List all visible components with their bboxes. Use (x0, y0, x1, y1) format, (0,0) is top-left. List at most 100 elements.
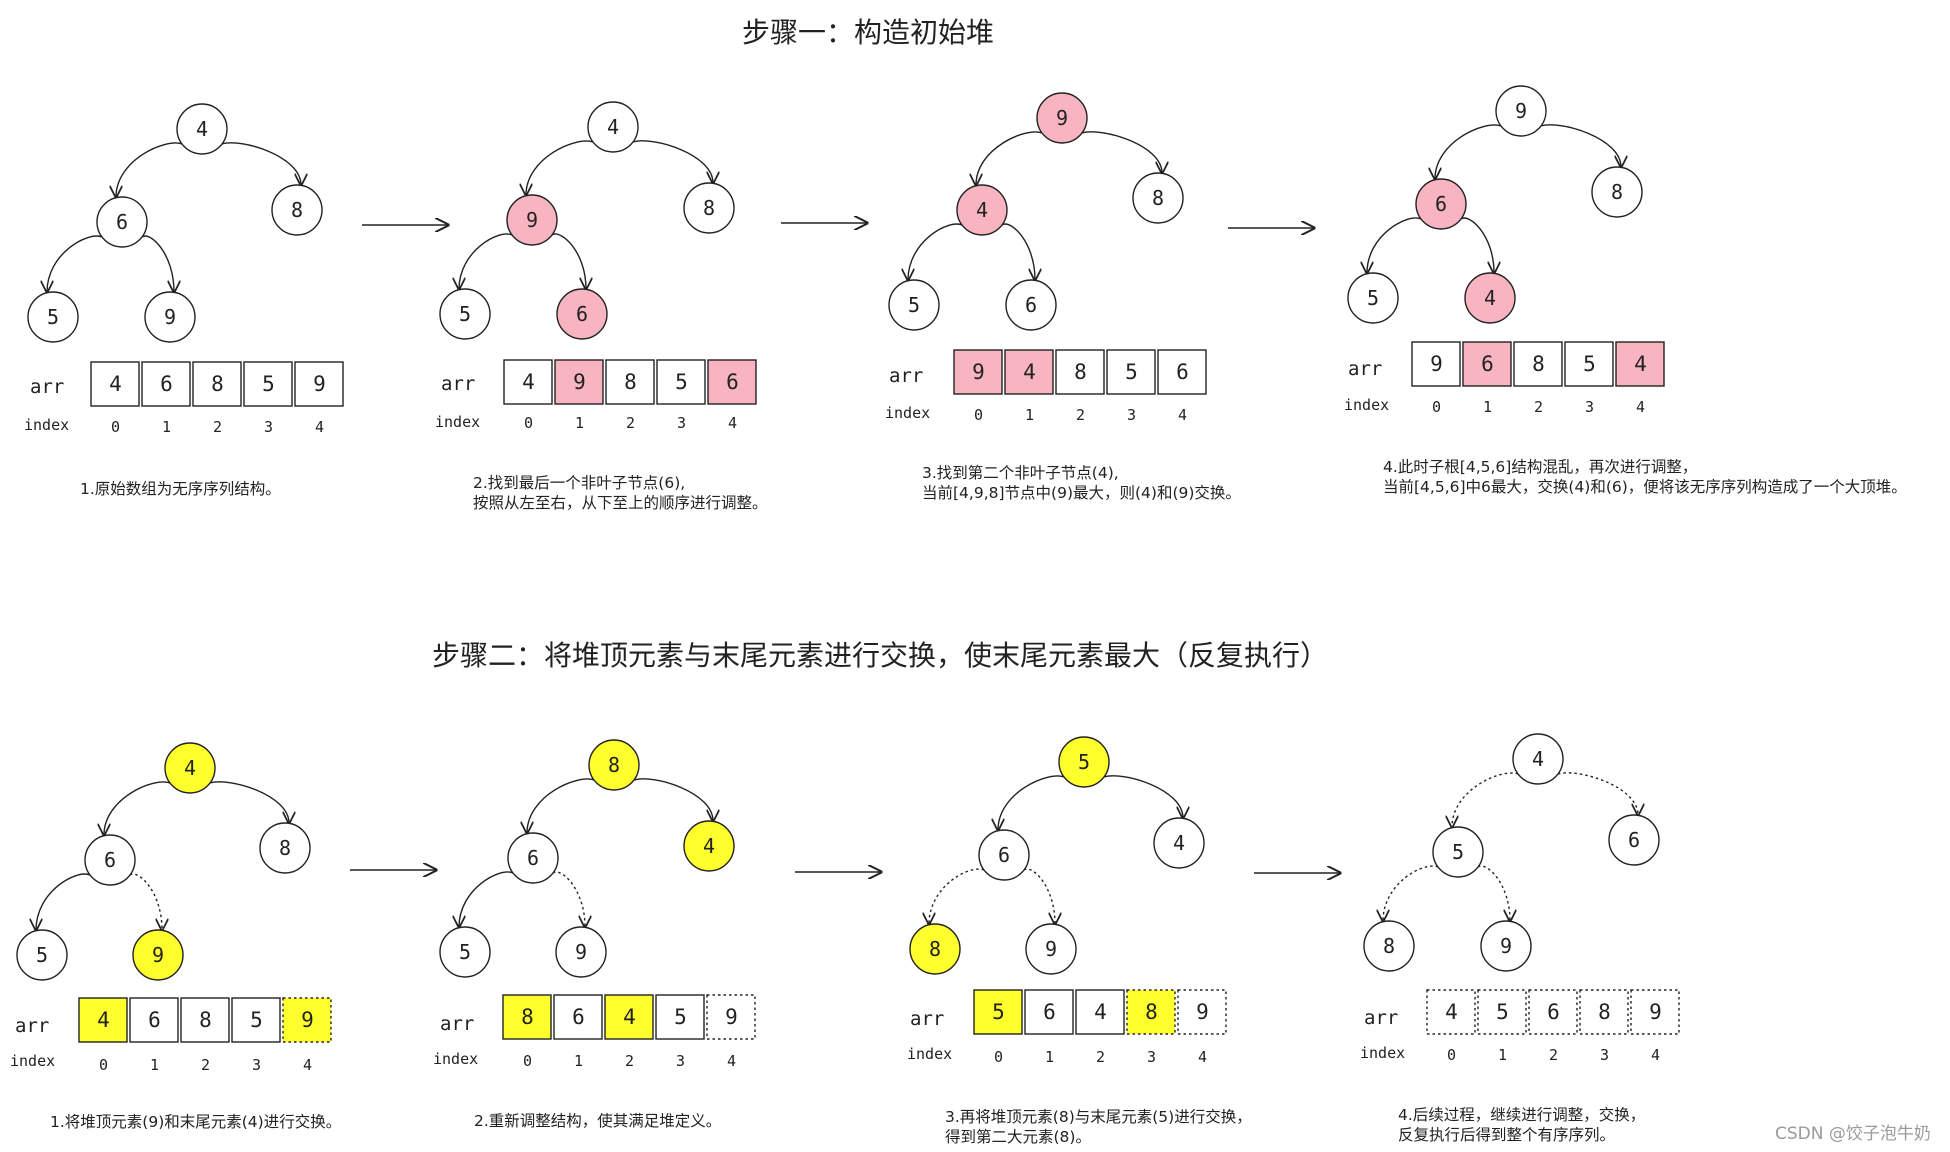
tree-edge-solid (209, 781, 289, 823)
array-index: 4 (1651, 1046, 1660, 1064)
tree-node: 9 (1025, 923, 1077, 975)
tree-node-circle (16, 929, 68, 981)
array-cell-value: 5 (1496, 1000, 1509, 1024)
tree-edge-solid (908, 223, 963, 280)
tree-node-circle (555, 926, 607, 978)
tree-node-value: 6 (576, 302, 588, 326)
tree-node-circle (506, 194, 558, 246)
array-cell-value: 8 (1532, 352, 1545, 376)
array-cell-value: 8 (1598, 1000, 1611, 1024)
array-cell-box (554, 359, 604, 405)
array-cell: 9 (706, 994, 756, 1040)
array-cell: 4 (1004, 349, 1054, 395)
array-cell: 8 (192, 361, 242, 407)
array-index: 2 (1076, 406, 1085, 424)
array-cell-value: 5 (262, 372, 275, 396)
tree-edge-solid (998, 775, 1065, 830)
array-index: 4 (728, 414, 737, 432)
array-index: 4 (1636, 398, 1645, 416)
tree-node: 8 (588, 739, 640, 791)
tree-edge-solid (1435, 124, 1502, 179)
array-cell-box (1157, 349, 1207, 395)
array-cell-value: 4 (623, 1005, 636, 1029)
tree-node-value: 6 (998, 843, 1010, 867)
array-cell-value: 6 (1176, 360, 1189, 384)
array-cell: 6 (1157, 349, 1207, 395)
tree-node-circle (1025, 923, 1077, 975)
tree-edge-solid (526, 140, 594, 195)
tree-node-value: 9 (1056, 106, 1068, 130)
tree-node-value: 9 (1500, 934, 1512, 958)
tree-node: 4 (176, 103, 228, 155)
caption-line: 1.将堆顶元素(9)和末尾元素(4)进行交换。 (50, 1113, 341, 1131)
array-cell: 5 (243, 361, 293, 407)
tree-node-value: 5 (1367, 286, 1379, 310)
tree-node-circle (1608, 814, 1660, 866)
array-cell-value: 9 (301, 1008, 314, 1032)
array-cell-value: 9 (1430, 352, 1443, 376)
caption-line: 当前[4,5,6]中6最大，交换(4)和(6)，便将该无序序列构造成了一个大顶堆… (1383, 478, 1907, 496)
array-cell: 6 (1024, 989, 1074, 1035)
tree-node-circle (1036, 92, 1088, 144)
array-index: 1 (1483, 398, 1492, 416)
tree-node-circle (909, 923, 961, 975)
array-cell-value: 4 (97, 1008, 110, 1032)
tree-node: 5 (1347, 272, 1399, 324)
tree-node: 4 (683, 820, 735, 872)
array-cell-box (1462, 341, 1512, 387)
caption-line: 当前[4,9,8]节点中(9)最大，则(4)和(9)交换。 (922, 484, 1241, 502)
array-cell: 9 (1411, 341, 1461, 387)
tree-node-value: 4 (607, 115, 619, 139)
tree-node-value: 6 (104, 848, 116, 872)
array-index: 3 (1147, 1048, 1156, 1066)
tree-node: 8 (683, 182, 735, 234)
tree-node-circle (176, 103, 228, 155)
step-one-title: 步骤一：构造初始堆 (742, 16, 994, 49)
array-index: 0 (99, 1056, 108, 1074)
array-cell: 5 (973, 989, 1023, 1035)
array-cell: 6 (129, 997, 179, 1043)
array-cell: 6 (553, 994, 603, 1040)
array-cell-value: 9 (573, 370, 586, 394)
array-index: 3 (1585, 398, 1594, 416)
tree-node: 9 (1480, 920, 1532, 972)
tree-node-circle (683, 820, 735, 872)
tree-edge-dotted (129, 873, 162, 930)
arr-label: arr (1348, 358, 1382, 380)
array-cell-value: 9 (972, 360, 985, 384)
tree-edge-solid (459, 233, 513, 289)
array-cell: 4 (78, 997, 128, 1043)
array-cell-value: 4 (1023, 360, 1036, 384)
array-cell-value: 6 (148, 1008, 161, 1032)
index-label: index (907, 1045, 952, 1063)
array-cell: 5 (231, 997, 281, 1043)
tree-node-circle (1464, 272, 1516, 324)
tree-node: 6 (1608, 814, 1660, 866)
array-cell-value: 8 (1145, 1000, 1158, 1024)
array-cell-value: 8 (199, 1008, 212, 1032)
array-cell-box (243, 361, 293, 407)
array-index: 4 (1178, 406, 1187, 424)
tree-node-value: 6 (1025, 293, 1037, 317)
tree-node-value: 9 (526, 208, 538, 232)
array-cell: 5 (1106, 349, 1156, 395)
array-cell-box (231, 997, 281, 1043)
tree-node-circle (439, 288, 491, 340)
array-index: 1 (1045, 1048, 1054, 1066)
array-index: 0 (524, 414, 533, 432)
array-cell-box (953, 349, 1003, 395)
tree-node-value: 8 (703, 196, 715, 220)
tree-node-value: 8 (1383, 934, 1395, 958)
array-cell-value: 8 (521, 1005, 534, 1029)
tree-node-circle (96, 196, 148, 248)
tree-edge-solid (1001, 223, 1035, 280)
tree-edge-solid (551, 233, 586, 289)
array-cell-value: 5 (1125, 360, 1138, 384)
array-cell-box (605, 359, 655, 405)
tree-node-value: 4 (976, 198, 988, 222)
tree-node-circle (259, 822, 311, 874)
tree-edge-solid (1103, 775, 1183, 818)
tree-node-circle (1512, 733, 1564, 785)
array-cell-box (78, 997, 128, 1043)
